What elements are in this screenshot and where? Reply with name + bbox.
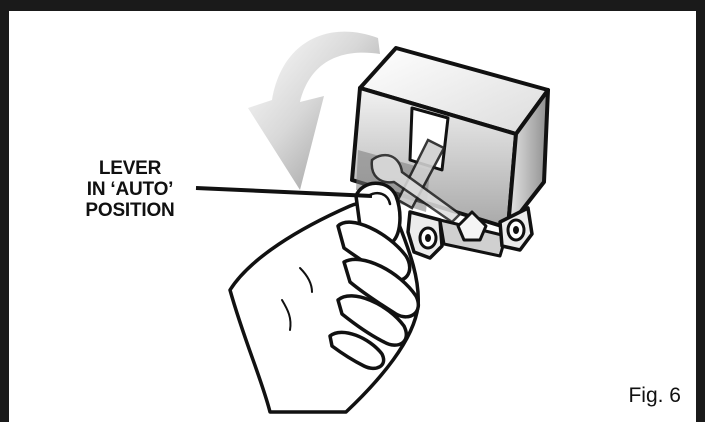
- callout-line-2: IN ‘AUTO’: [60, 179, 200, 200]
- figure-caption: Fig. 6: [628, 384, 681, 408]
- callout-leader-line: [196, 188, 372, 196]
- hand-illustration: [230, 183, 418, 412]
- callout-line-1: LEVER: [60, 158, 200, 179]
- callout-line-3: POSITION: [60, 200, 200, 221]
- lever-callout-label: LEVER IN ‘AUTO’ POSITION: [60, 158, 200, 221]
